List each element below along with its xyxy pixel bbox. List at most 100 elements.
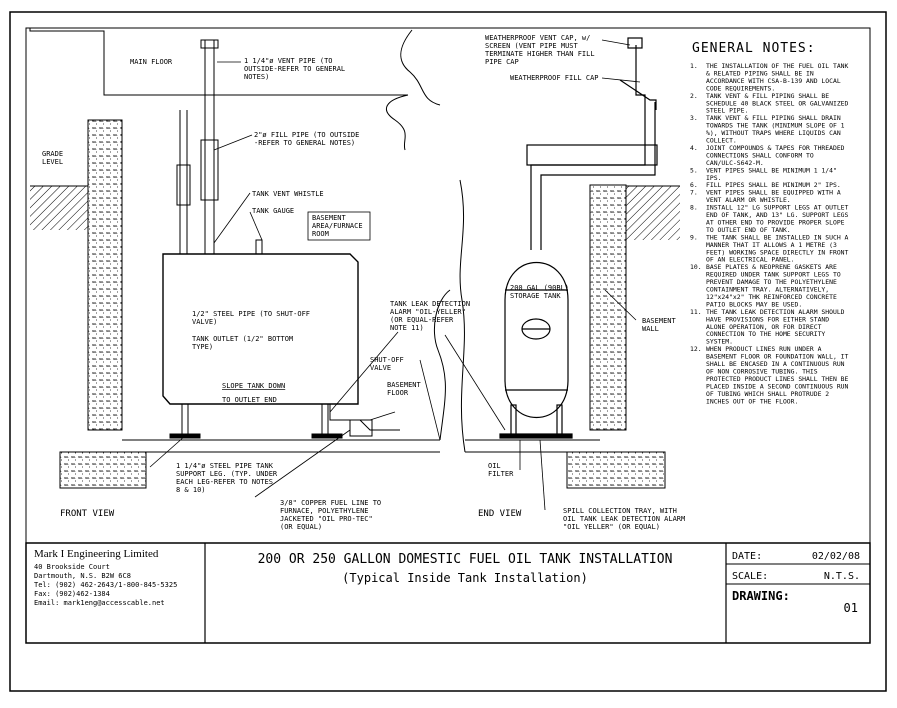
note-text: TO OUTLET END OF TANK. [706,226,791,234]
general-notes-lines: 1. THE INSTALLATION OF THE FUEL OIL TANK&… [690,62,849,405]
note-text: CONNECTIONS SHALL CONFORM TO [706,151,814,159]
note-text: CAN/ULC-S642-M. [706,159,764,167]
sheet-outer-border [9,11,887,692]
copper-line-label: 3/8" COPPER FUEL LINE TO FURNACE, POLYET… [280,499,385,531]
note-number: 3. [690,114,698,122]
fill-cap-label: WEATHERPROOF FILL CAP [510,74,599,82]
note-text: TANK VENT & FILL PIPING SHALL BE [706,92,829,100]
fill-pipe-label: 2"ø FILL PIPE (TO OUTSIDE -REFER TO GENE… [254,131,364,147]
note-text: THE INSTALLATION OF THE FUEL OIL TANK [706,62,849,70]
drawing-number: 01 [844,601,858,615]
note-number: 8. [690,204,698,212]
note-text: END OF TANK, AND 13" LG. SUPPORT LEGS [706,211,849,219]
note-text: VENT ALARM OR WHISTLE. [706,196,791,204]
basement-area-box [307,211,371,241]
note-text: OF NON CORROSIVE TUBING. THIS [706,367,818,375]
note-text: THE TANK SHALL BE INSTALLED IN SUCH A [706,233,849,241]
leader-lines [149,39,641,511]
note-text: FEET) WORKING SPACE DIRECTLY IN FRONT [706,248,849,256]
note-text: PROTECTED PRODUCT LINES SHALL THEN BE [706,375,849,383]
drawing-title: 200 OR 250 GALLON DOMESTIC FUEL OIL TANK… [258,552,673,567]
drawing-label: DRAWING: [732,589,790,603]
end-view-label: END VIEW [478,509,522,519]
note-text: SCHEDULE 40 BLACK STEEL OR GALVANIZED [706,99,849,107]
main-floor-label: MAIN FLOOR [130,58,173,66]
front-view-label: FRONT VIEW [60,509,115,519]
note-number: 5. [690,166,698,174]
scale-value: N.T.S. [824,571,860,582]
note-number: 4. [690,144,698,152]
note-text: OF AN ELECTRICAL PANEL. [706,256,795,264]
date-value: 02/02/08 [812,551,860,562]
note-text: VENT PIPES SHALL BE MINIMUM 1 1/4" [706,166,837,174]
note-text: MANNER THAT IT ALLOWS A 1 METRE (3 [706,241,837,249]
note-text: PREVENT DAMAGE TO THE POLYETHYLENE [706,278,837,286]
steel-pipe-label: 1/2" STEEL PIPE (TO SHUT-OFF VALVE) [192,310,314,326]
note-number: 12. [690,345,702,353]
note-text: HAVE PROVISIONS FOR EITHER STAND [706,315,829,323]
spill-tray-label: SPILL COLLECTION TRAY, WITH OIL TANK LEA… [563,507,689,531]
vent-pipe-label: 1 1/4"ø VENT PIPE (TO OUTSIDE-REFER TO G… [244,57,349,81]
note-text: ALONE OPERATION, OR FOR DIRECT [706,323,822,331]
vent-whistle-label: TANK VENT WHISTLE [252,190,324,198]
note-text: JOINT COMPOUNDS & TAPES FOR THREADED [706,144,845,152]
shutoff-valve-label: SHUT-OFF VALVE [370,356,408,372]
note-number: 6. [690,181,698,189]
note-text: THE TANK LEAK DETECTION ALARM SHOULD [706,308,845,316]
date-label: DATE: [732,551,762,562]
note-text: FILL PIPES SHALL BE MINIMUM 2" IPS. [706,181,841,189]
basement-area-label: BASEMENT AREA/FURNACE ROOM [312,214,367,238]
tank-outlet-label: TANK OUTLET (1/2" BOTTOM TYPE) [192,335,297,351]
note-text: CONTAINMENT TRAY. ALTERNATIVELY, [706,286,829,294]
note-text: BASEMENT FLOOR OR FOUNDATION WALL, IT [706,353,849,361]
note-text: VENT PIPES SHALL BE EQUIPPED WITH A [706,189,841,197]
note-number: 10. [690,263,702,271]
title-block-text: Mark I Engineering Limited 40 Brookside … [34,548,860,615]
note-text: OF TUBING WHICH SHALL PROTRUDE 2 [706,390,829,398]
note-text: TOWARDS THE TANK (MINIMUM SLOPE OF 1 [706,122,845,130]
note-number: 9. [690,233,698,241]
note-number: 2. [690,92,698,100]
note-text: ACCORDANCE WITH CSA-B-139 AND LOCAL [706,77,841,85]
note-number: 1. [690,62,698,70]
slope-label: SLOPE TANK DOWN [222,382,285,390]
note-text: SHALL BE ENCASED IN A CONTINUOUS RUN [706,360,845,368]
end-view-drawing [499,37,658,439]
grade-level-label: GRADE LEVEL [42,150,67,166]
note-text: INCHES OUT OF THE FLOOR. [706,397,798,405]
note-text: PATIO BLOCKS MAY BE USED. [706,300,802,308]
note-text: INSTALL 12" LG SUPPORT LEGS AT OUTLET [706,204,849,212]
drawing-subtitle: (Typical Inside Tank Installation) [342,571,588,585]
scale-label: SCALE: [732,571,768,582]
note-text: CODE REQUIREMENTS. [706,84,775,92]
note-text: SYSTEM. [706,338,733,346]
leak-alarm-label: TANK LEAK DETECTION ALARM "OIL-YELLER" (… [390,300,474,332]
storage-tank-label: 200 GAL (90BL) STORAGE TANK [510,284,573,300]
general-notes: GENERAL NOTES: 1.THE INSTALLATION OF THE… [690,41,849,405]
tank-gauge-label: TANK GAUGE [252,207,294,215]
vent-cap-label: WEATHERPROOF VENT CAP, w/ SCREEN (VENT P… [485,34,599,66]
oil-filter-label: OIL FILTER [488,462,514,478]
note-number: 7. [690,189,698,197]
basement-floor-label: BASEMENT FLOOR [387,381,425,397]
note-text: BASE PLATES & NEOPRENE GASKETS ARE [706,263,837,271]
outlet-end-label: TO OUTLET END [222,396,277,404]
note-text: & RELATED PIPING SHALL BE IN [706,69,814,77]
title-block [25,542,871,644]
note-number: 11. [690,308,702,316]
note-text: IPS. [706,174,721,182]
note-text: STEEL PIPE. [706,107,748,115]
company-address: 40 Brookside Court Dartmouth, N.S. B2W 6… [34,563,182,607]
basement-wall-label: BASEMENT WALL [642,317,680,333]
drawing-labels: MAIN FLOOR 1 1/4"ø VENT PIPE (TO OUTSIDE… [42,34,689,531]
note-text: AT OTHER END TO PROVIDE PROPER SLOPE [706,218,845,226]
note-text: REQUIRED UNDER TANK SUPPORT LEGS TO [706,271,841,279]
note-text: WHEN PRODUCT LINES RUN UNDER A [706,345,822,353]
note-text: TANK VENT & FILL PIPING SHALL DRAIN [706,114,841,122]
note-text: PLACED INSIDE A SECOND CONTINUOUS RUN [706,382,849,390]
note-text: 12"x24"x2" THK REINFORCED CONCRETE [706,293,837,301]
note-text: COLLECT. [706,137,737,145]
support-leg-label: 1 1/4"ø STEEL PIPE TANK SUPPORT LEG. (TY… [176,462,281,494]
note-text: %), WITHOUT TRAPS WHERE LIQUIDS CAN [706,129,841,137]
